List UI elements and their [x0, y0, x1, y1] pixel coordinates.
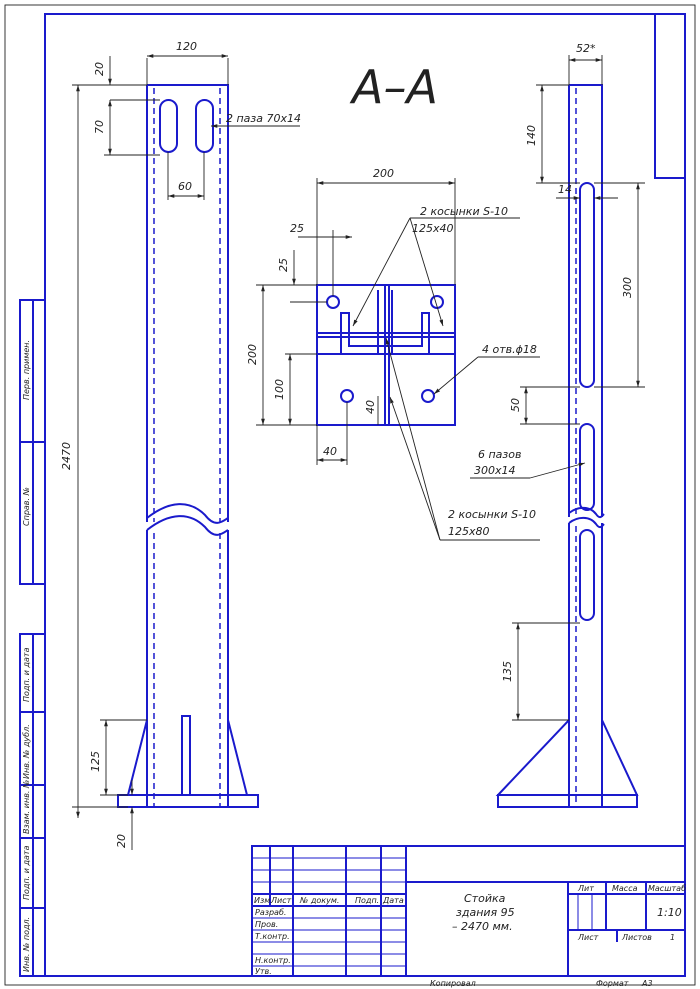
dim-detail-hole-by: 40 — [364, 400, 377, 414]
base-rib — [126, 719, 249, 796]
dim-right-bottom: 135 — [501, 661, 514, 682]
left-dimensions: 120 20 70 60 2470 125 20 2 паза 70х14 — [60, 40, 301, 850]
tb-name-2: здания 95 — [456, 906, 515, 919]
stamp-inv-podl: Инв. № подл. — [22, 917, 31, 972]
tb-massa: Масса — [612, 884, 638, 893]
side-base-rib — [495, 719, 639, 796]
tb-list-col: Лист — [270, 896, 292, 905]
stamp-sprav: Справ. № — [22, 487, 31, 526]
stamp-perv-primen: Перв. примен. — [22, 340, 31, 400]
dim-left-base-plate: 20 — [115, 834, 128, 848]
tb-data: Дата — [382, 896, 404, 905]
tb-nkontr: Н.контр. — [255, 956, 291, 965]
side-base-plate — [497, 794, 638, 808]
footer-format: Формат — [596, 979, 629, 988]
center-flange-detail — [316, 284, 456, 426]
stamp-podp-data-2: Подп. и дата — [22, 845, 31, 900]
dim-detail-hole-y: 25 — [277, 258, 290, 272]
right-dimensions: 52* 140 14 300 50 6 пазов 300х14 135 — [470, 42, 645, 721]
tb-scale-value: 1:10 — [657, 906, 682, 919]
dim-left-slot-len: 70 — [93, 120, 106, 134]
dim-left-slot-spacing: 60 — [178, 180, 192, 193]
slot-side-2 — [579, 423, 595, 511]
hole-1 — [326, 295, 340, 309]
dim-right-thickness: 52* — [576, 42, 596, 55]
dim-right-slot-gap: 50 — [509, 398, 522, 412]
center-rib — [181, 715, 191, 796]
note-slots-top: 2 паза 70х14 — [226, 112, 301, 125]
tb-utv: Утв. — [255, 967, 272, 976]
tb-prov: Пров. — [255, 920, 278, 929]
slot-side-3 — [579, 529, 595, 621]
note-gussets-small-1: 2 косынки S-10 — [420, 205, 508, 218]
note-gussets-small-2: 125х40 — [412, 222, 454, 235]
tb-tkontr: Т.контр. — [255, 932, 290, 941]
tb-name-3: – 2470 мм. — [452, 920, 513, 933]
hole-3 — [340, 389, 354, 403]
title-block: Изм. Лист № докум. Подп. Дата Разраб. Пр… — [251, 845, 686, 977]
stamp-podp-data-1: Подп. и дата — [22, 647, 31, 702]
dim-detail-half: 100 — [273, 379, 286, 400]
dim-right-slot-len: 300 — [621, 277, 634, 298]
dim-right-gap: 14 — [558, 183, 572, 196]
slot-left-2 — [195, 99, 214, 153]
dim-detail-height: 200 — [246, 344, 259, 365]
tb-lit: Лит — [577, 884, 594, 893]
dim-left-top-offset: 20 — [93, 62, 106, 76]
base-plate — [117, 794, 259, 808]
footer-format-value: А3 — [641, 979, 653, 988]
channel-profile — [340, 312, 430, 355]
stamp-inv-dubl: Инв. № дубл. — [22, 724, 31, 779]
dim-detail-width: 200 — [373, 167, 394, 180]
slot-side-1 — [579, 182, 595, 388]
left-column-view — [117, 84, 259, 808]
tb-name-1: Стойка — [464, 892, 506, 905]
corner-stamp-box — [654, 14, 685, 179]
section-title: А–А — [349, 60, 438, 114]
slot-left-1 — [159, 99, 178, 153]
note-gussets-big-2: 125х80 — [448, 525, 490, 538]
dim-right-top: 140 — [525, 125, 538, 146]
dim-left-width: 120 — [176, 40, 197, 53]
tb-podp: Подп. — [355, 896, 379, 905]
tb-listov: Листов — [621, 933, 652, 942]
dim-detail-hole-x: 25 — [290, 222, 304, 235]
footer-kopiroval: Копировал — [430, 979, 476, 988]
hole-2 — [430, 295, 444, 309]
center-dimensions: 200 25 25 200 100 40 40 2 косынки S-10 1… — [246, 167, 540, 541]
note-holes: 4 отв.ϕ18 — [482, 343, 537, 356]
hole-4 — [421, 389, 435, 403]
dim-left-base-rib: 125 — [89, 751, 102, 772]
tb-list: Лист — [577, 933, 599, 942]
tb-razrab: Разраб. — [255, 908, 286, 917]
dim-detail-hole-bx: 40 — [323, 445, 337, 458]
tb-listov-value: 1 — [670, 933, 675, 942]
stamp-vzam-inv: Взам. инв. № — [22, 780, 31, 834]
tb-izm: Изм. — [254, 896, 273, 905]
dim-left-height: 2470 — [60, 442, 73, 470]
drawing-frame — [44, 13, 686, 977]
tb-ndoc: № докум. — [299, 896, 339, 905]
outer-trim-frame — [4, 4, 696, 986]
note-slots-side-1: 6 пазов — [478, 448, 522, 461]
side-stamp: Перв. примен. Справ. № Подп. и дата Инв.… — [19, 299, 46, 977]
note-slots-side-2: 300х14 — [474, 464, 516, 477]
note-gussets-big-1: 2 косынки S-10 — [448, 508, 536, 521]
tb-masshtab: Масштаб — [648, 884, 686, 893]
